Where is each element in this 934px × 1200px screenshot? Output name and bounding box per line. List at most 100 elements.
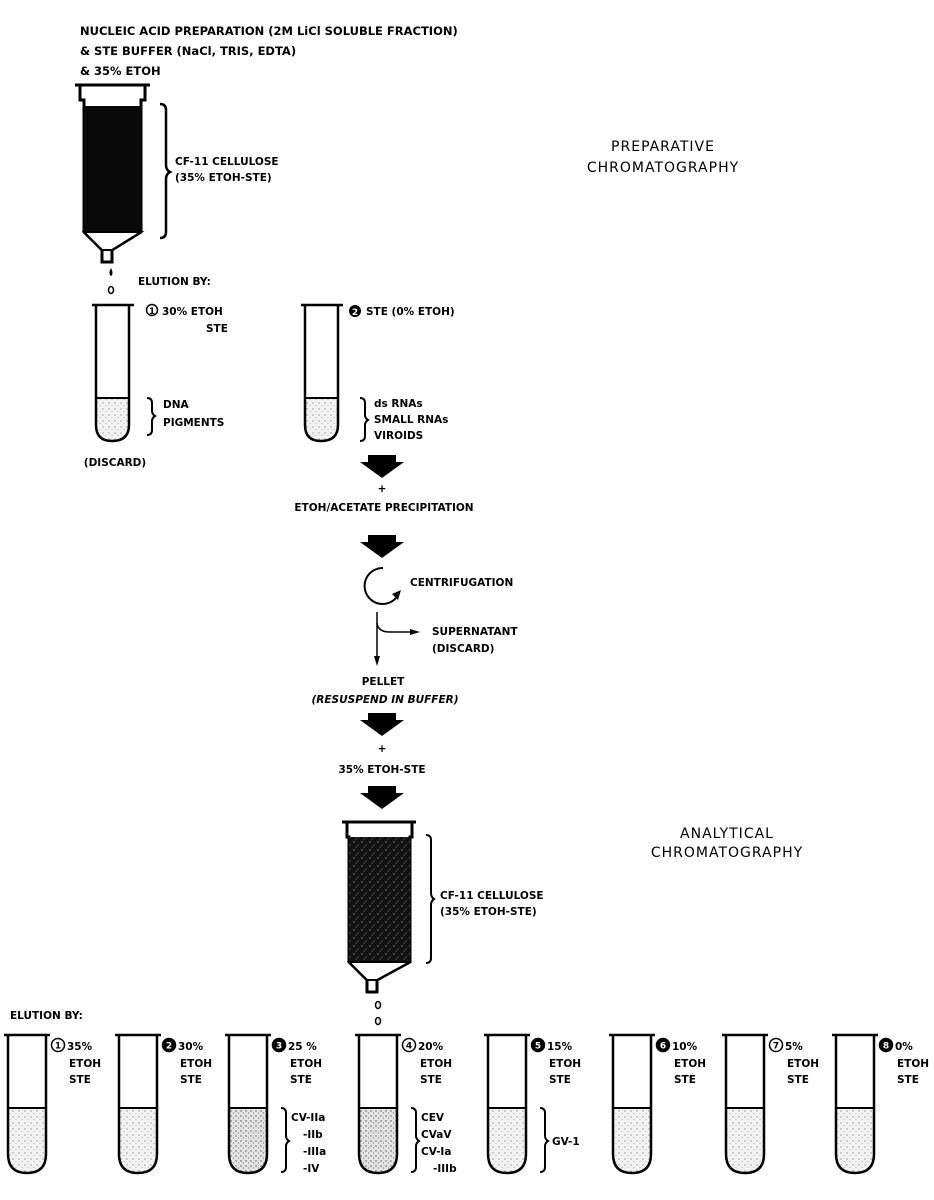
centrifugation-step: CENTRIFUGATION	[410, 577, 513, 589]
tube-eluent-line-1: 10%	[672, 1041, 698, 1053]
tube-eluent-line-3: STE	[420, 1074, 442, 1086]
tube-contents-brace	[280, 1107, 291, 1173]
header-line-3: & 35% ETOH	[80, 64, 161, 78]
tube-eluent-line-2: ETOH	[69, 1058, 101, 1070]
tube-contents-line-3: VIROIDS	[374, 430, 423, 442]
resuspend-label: (RESUSPEND IN BUFFER)	[311, 694, 458, 706]
tube-eluent-line-2: ETOH	[420, 1058, 452, 1070]
tube-eluent-line-1: 30%	[178, 1041, 204, 1053]
tube-eluent-line-1: STE (0% ETOH)	[366, 306, 455, 318]
down-arrow-icon	[360, 455, 404, 478]
tube-number: 2	[352, 308, 358, 318]
add-buffer-step: 35% ETOH-STE	[338, 764, 425, 776]
tube-eluent-line-1: 20%	[418, 1041, 444, 1053]
header-line-1: NUCLEIC ACID PREPARATION (2M LiCl SOLUBL…	[80, 24, 458, 38]
tube-eluent-line-3: STE	[787, 1074, 809, 1086]
tube-eluent-line-2: ETOH	[787, 1058, 819, 1070]
preparative-title-line-2: CHROMATOGRAPHY	[587, 160, 739, 176]
tube-eluent-line-3: STE	[290, 1074, 312, 1086]
tube-number: 1	[55, 1042, 61, 1052]
tube-eluent-line-2: ETOH	[674, 1058, 706, 1070]
step-number-badge	[349, 305, 361, 317]
supernatant-label: SUPERNATANT	[432, 626, 518, 638]
down-arrow-icon	[360, 713, 404, 736]
tube-contents-brace	[539, 1107, 550, 1173]
tube-contents-line-1: GV-1	[552, 1136, 580, 1148]
tube-number: 1	[149, 307, 155, 317]
tube-number: 7	[773, 1042, 779, 1052]
plus-sign: +	[378, 483, 387, 495]
tube-eluent-line-1: 15%	[547, 1041, 573, 1053]
step-number-badge	[271, 1037, 287, 1053]
tube-eluent-line-3: STE	[69, 1074, 91, 1086]
tube-contents-brace	[359, 397, 370, 442]
tube-contents-line-1: DNA	[163, 399, 190, 411]
tube-eluent-line-1: 0%	[895, 1041, 913, 1053]
step-number-badge	[50, 1037, 66, 1053]
tube-contents-brace	[146, 397, 157, 436]
tube-contents-line-2: -IIb	[303, 1129, 323, 1141]
tube-number: 4	[406, 1042, 412, 1052]
tube-eluent-line-2: ETOH	[180, 1058, 212, 1070]
preparative-title: PREPARATIVE CHROMATOGRAPHY	[587, 139, 739, 176]
tube-contents-line-2: CVaV	[421, 1129, 452, 1141]
analytical-tube-6: 6 10% ETOH STE	[609, 1033, 706, 1175]
tube-contents-line-3: CV-Ia	[421, 1146, 451, 1158]
down-arrow-icon	[360, 535, 404, 558]
tube-eluent-line-2: STE	[206, 323, 228, 335]
arrowhead-icon	[374, 656, 380, 666]
drop-icon	[107, 285, 115, 295]
analytical-tube-2: 2 30% ETOH STE	[115, 1033, 212, 1175]
tube-eluent-line-1: 30% ETOH	[162, 306, 223, 318]
tube-eluent-line-1: 5%	[785, 1041, 803, 1053]
tube-eluent-line-3: STE	[180, 1074, 202, 1086]
analytical-title-line-2: CHROMATOGRAPHY	[651, 845, 803, 861]
tube-number: 5	[535, 1042, 541, 1052]
analytical-column-label-2: (35% ETOH-STE)	[440, 906, 537, 918]
tube-contents-line-1: CEV	[421, 1112, 445, 1124]
step-number-badge	[530, 1037, 546, 1053]
tube-number: 8	[883, 1042, 889, 1052]
tube-contents-line-2: PIGMENTS	[163, 417, 224, 429]
analytical-tube-1: 1 35% ETOH STE	[4, 1033, 101, 1175]
tube-eluent-line-3: STE	[549, 1074, 571, 1086]
analytical-tube-7: 7 5% ETOH STE	[722, 1033, 819, 1175]
tube-eluent-line-3: STE	[674, 1074, 696, 1086]
preparative-column: CF-11 CELLULOSE (35% ETOH-STE)	[75, 83, 279, 295]
discard-note: (DISCARD)	[84, 457, 146, 469]
down-arrow-icon	[360, 786, 404, 809]
analytical-column-brace	[425, 834, 436, 964]
tube-contents-line-3: -IIIa	[303, 1146, 326, 1158]
preparative-column-label-2: (35% ETOH-STE)	[175, 172, 272, 184]
tube-eluent-line-2: ETOH	[290, 1058, 322, 1070]
analytical-tube-5: 5 15% ETOH STE GV-1	[484, 1033, 581, 1175]
analytical-title-line-1: ANALYTICAL	[680, 826, 774, 842]
processing-steps: + ETOH/ACETATE PRECIPITATION CENTRIFUGAT…	[294, 455, 518, 809]
plus-sign: +	[378, 743, 387, 755]
tube-number: 6	[660, 1042, 666, 1052]
step-number-badge	[655, 1037, 671, 1053]
tube-contents-line-1: CV-IIa	[291, 1112, 325, 1124]
arrowhead-icon	[410, 629, 420, 635]
step-number-badge	[145, 303, 159, 317]
header-block: NUCLEIC ACID PREPARATION (2M LiCl SOLUBL…	[80, 24, 458, 78]
drop-icon	[374, 1000, 382, 1010]
tube-number: 2	[166, 1042, 172, 1052]
centrifuge-rotation-icon	[363, 566, 397, 605]
header-line-2: & STE BUFFER (NaCl, TRIS, EDTA)	[80, 44, 296, 58]
step-number-badge	[878, 1037, 894, 1053]
tube-eluent-line-1: 35%	[67, 1041, 93, 1053]
preparative-tube-1: 1 30% ETOH STE DNA PIGMENTS (DISCARD)	[84, 303, 228, 469]
supernatant-discard-label: (DISCARD)	[432, 643, 494, 655]
preparative-column-resin	[84, 106, 141, 232]
tube-eluent-line-2: ETOH	[549, 1058, 581, 1070]
preparative-title-line-1: PREPARATIVE	[611, 139, 715, 155]
preparative-column-label-1: CF-11 CELLULOSE	[175, 156, 279, 168]
preparative-tube-2: 2 STE (0% ETOH) ds RNAs SMALL RNAs VIROI…	[301, 303, 455, 443]
step-number-badge	[401, 1037, 417, 1053]
tube-contents-line-2: SMALL RNAs	[374, 414, 448, 426]
precipitation-step: ETOH/ACETATE PRECIPITATION	[294, 502, 473, 514]
